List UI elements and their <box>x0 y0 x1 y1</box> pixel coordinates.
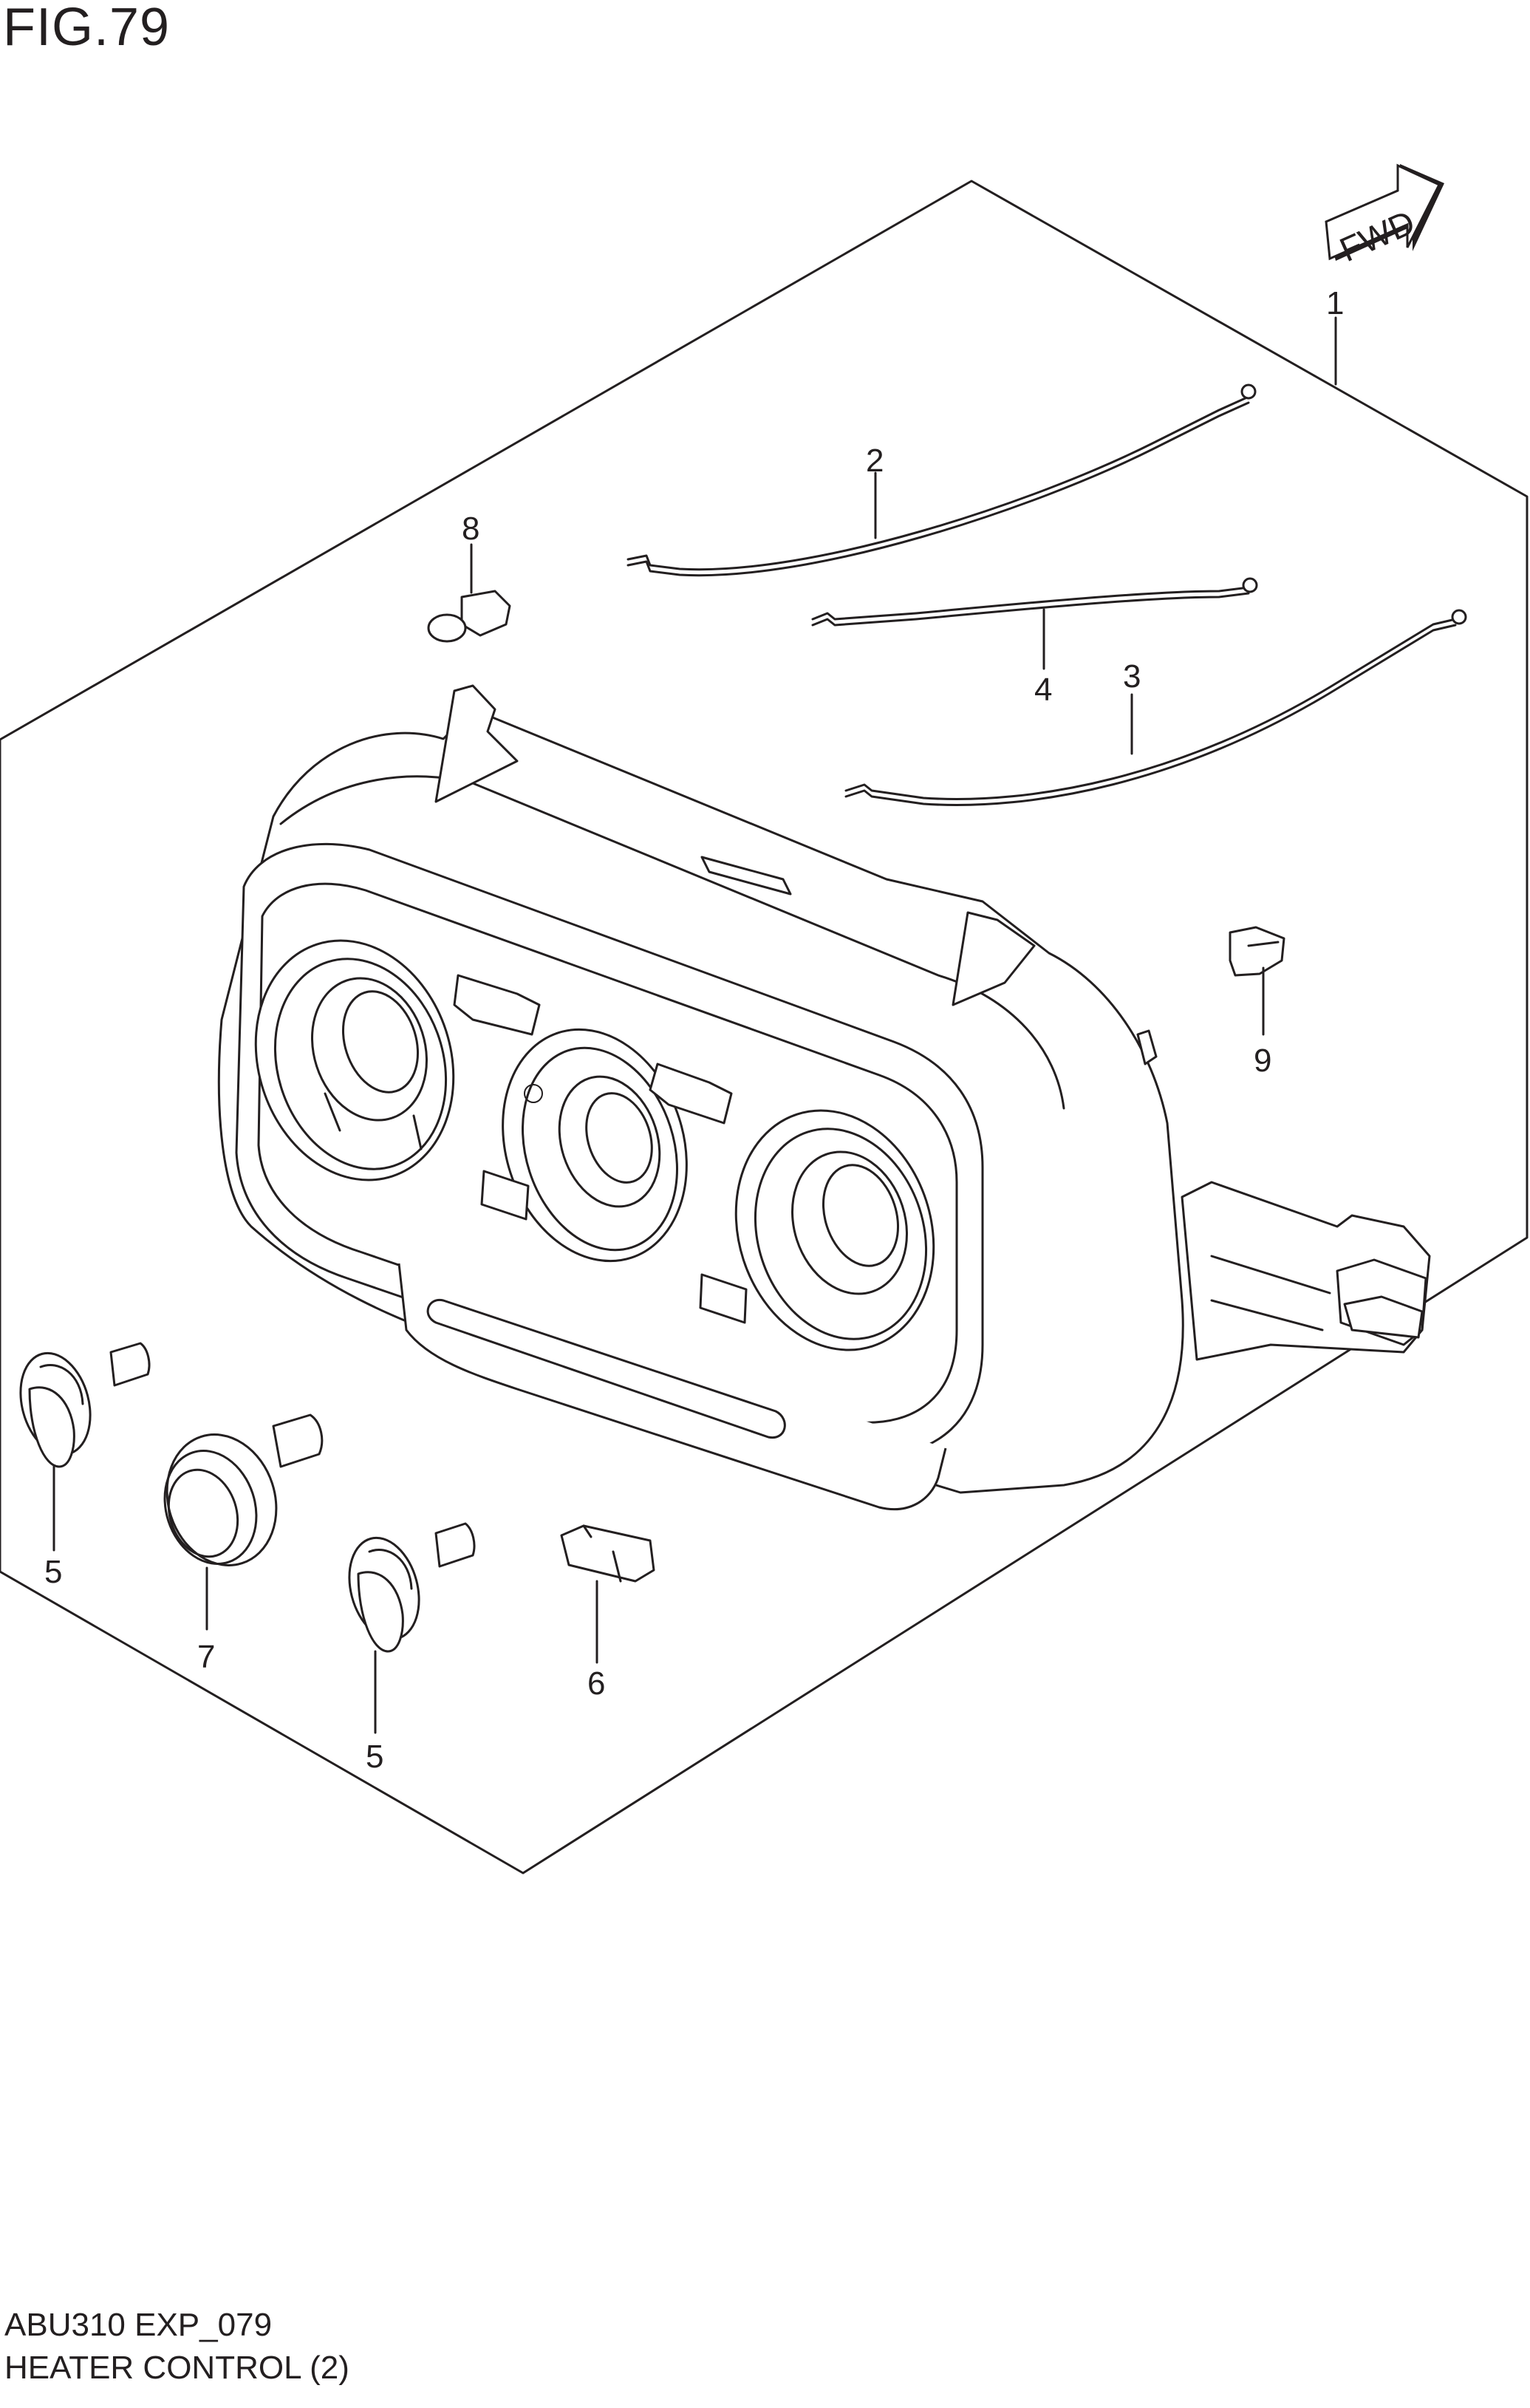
assembly-boundary <box>0 180 1529 1875</box>
callout-2: 2 <box>866 443 884 479</box>
heater-control-housing <box>217 684 1431 1511</box>
diagram-name: HEATER CONTROL (2) <box>4 2350 349 2386</box>
callout-4: 4 <box>1034 672 1052 708</box>
diagram-code: ABU310 EXP_079 <box>4 2307 273 2343</box>
callout-8: 8 <box>462 511 479 547</box>
callout-5a: 5 <box>44 1554 62 1590</box>
callout-7: 7 <box>197 1639 215 1675</box>
callout-labels: 1 2 3 4 5 5 6 7 8 9 <box>44 285 1344 1775</box>
callout-1: 1 <box>1326 285 1344 321</box>
callout-5b: 5 <box>366 1739 383 1775</box>
callout-9: 9 <box>1254 1043 1271 1079</box>
switch-knob-part <box>560 1524 655 1583</box>
figure-title: FIG.79 <box>3 0 171 57</box>
control-dial-part <box>163 1413 324 1566</box>
control-cable-4 <box>811 577 1258 627</box>
control-knob-right <box>348 1522 476 1653</box>
bulb-socket-part <box>427 590 511 643</box>
callout-3: 3 <box>1123 658 1141 695</box>
cable-clip-part <box>1229 926 1285 977</box>
leader-lines <box>52 316 1337 1734</box>
fwd-arrow-icon: FWD <box>1325 163 1444 269</box>
callout-6: 6 <box>587 1665 605 1702</box>
control-knob-left <box>19 1342 151 1468</box>
control-cable-2 <box>626 383 1257 577</box>
control-cable-3 <box>844 609 1467 806</box>
